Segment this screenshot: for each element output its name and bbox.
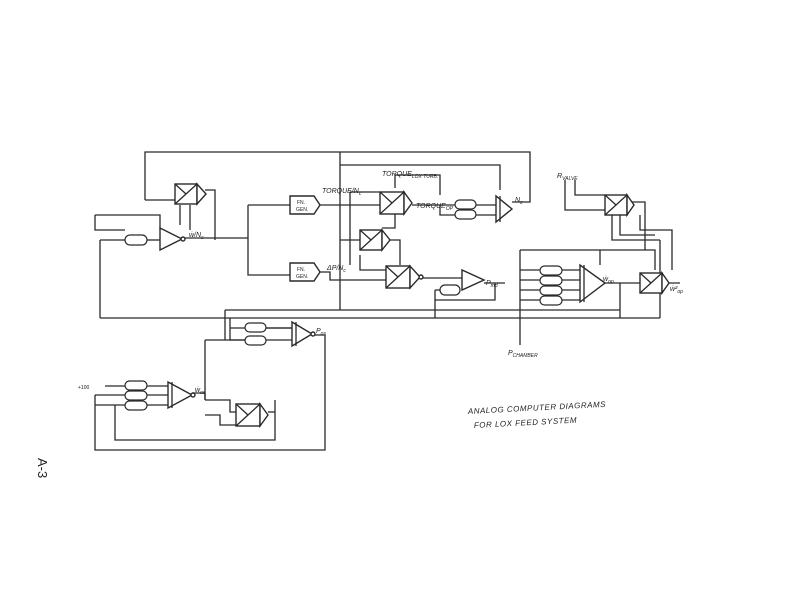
label-w2-op: ẇ²op xyxy=(670,286,683,295)
potentiometer xyxy=(454,199,477,210)
multiplier xyxy=(235,401,269,429)
potentiometer xyxy=(454,209,477,220)
label-nc: Nc xyxy=(515,197,523,206)
amp-pmd xyxy=(461,268,486,292)
label-p-md: Pmd xyxy=(486,280,498,289)
multipliers xyxy=(174,182,670,429)
function-generators: FN. GEN. FN. GEN. xyxy=(289,195,321,282)
fn-gen-label: GEN. xyxy=(296,207,308,213)
fn-gen-label: FN. xyxy=(297,200,305,206)
multiplier xyxy=(639,270,670,296)
potentiometer xyxy=(124,234,148,246)
summer-nc xyxy=(495,194,514,224)
signal-labels: ẇ/Nc TORQUE/Nc TORQUELOX TURB. TORQUEOP … xyxy=(78,171,683,396)
label-wdot-wc: ẇ/Nc xyxy=(189,232,204,241)
potentiometer xyxy=(244,322,267,333)
potentiometer xyxy=(539,285,563,296)
label-dp-nc: ΔP/Nc xyxy=(326,265,346,274)
multiplier xyxy=(174,182,207,206)
potentiometers xyxy=(124,199,563,411)
label-torque-wc: TORQUE/Nc xyxy=(322,188,362,197)
multiplier xyxy=(359,228,391,252)
potentiometer xyxy=(124,390,148,401)
integrator-wos xyxy=(167,380,194,410)
potentiometer xyxy=(539,275,563,286)
amp-pos xyxy=(291,320,314,348)
label-torque-lox-turb: TORQUELOX TURB. xyxy=(382,171,438,180)
diagram-caption-line-2: FOR LOX FEED SYSTEM xyxy=(474,416,578,430)
fn-gen-label: GEN. xyxy=(296,274,308,280)
integrator-wc xyxy=(159,226,184,252)
function-generator-torque xyxy=(289,195,321,215)
diagram-caption-line-1: ANALOG COMPUTER DIAGRAMS xyxy=(467,400,607,416)
label-plus-100: +100 xyxy=(78,385,89,391)
potentiometer xyxy=(539,295,563,306)
function-generator-dp xyxy=(289,262,321,282)
fn-gen-label: FN. xyxy=(297,267,305,273)
label-p-os: Pos xyxy=(316,328,326,337)
potentiometer xyxy=(124,400,148,411)
wiring xyxy=(94,151,680,451)
label-p-chamber: PCHAMBER xyxy=(508,350,538,359)
page-number: A-3 xyxy=(35,458,50,478)
potentiometer xyxy=(539,265,563,276)
amplifiers xyxy=(159,194,607,410)
potentiometer xyxy=(124,380,148,391)
multiplier xyxy=(604,192,635,218)
label-p-valve: RVALVE xyxy=(557,173,578,182)
amp-wop xyxy=(579,263,607,304)
potentiometer xyxy=(439,284,461,296)
multiplier xyxy=(379,189,413,217)
multiplier xyxy=(385,264,424,290)
label-torque-op: TORQUEOP xyxy=(416,203,454,212)
potentiometer xyxy=(244,335,267,346)
label-w-os: ẇos xyxy=(195,387,206,396)
label-w-op: ẇop xyxy=(603,276,614,285)
